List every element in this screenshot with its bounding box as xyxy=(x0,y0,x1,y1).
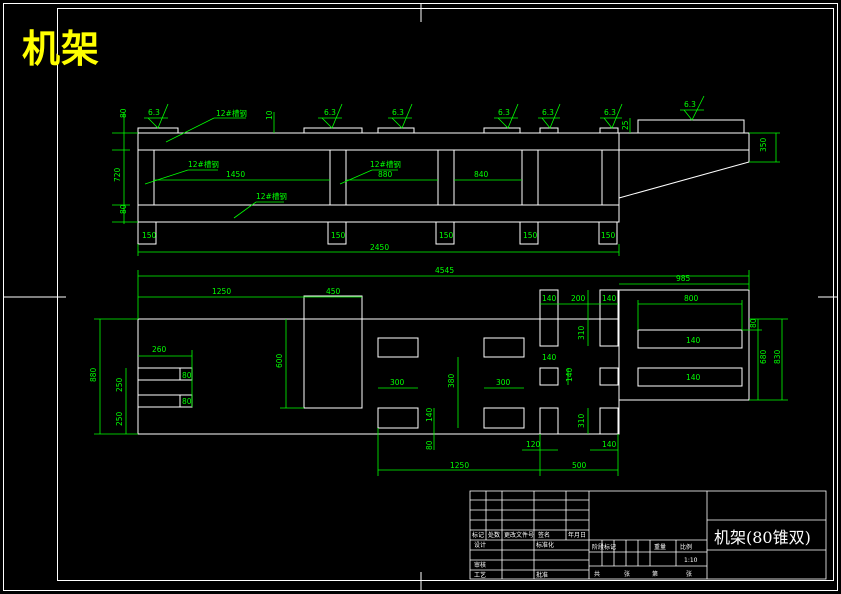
tb-zhongliang: 重量 xyxy=(654,543,666,551)
dim-80b: 80 xyxy=(119,204,128,214)
tb-riqi: 年月日 xyxy=(568,531,586,539)
dim-140a: 140 xyxy=(542,294,557,303)
dim-80b: 80 xyxy=(182,397,192,406)
foot-dim-2: 150 xyxy=(331,231,346,240)
title-block xyxy=(469,490,827,580)
dim-80a: 80 xyxy=(119,108,128,118)
dim-985: 985 xyxy=(676,274,691,283)
dim-260: 260 xyxy=(152,345,167,354)
dim-310a: 310 xyxy=(577,325,586,340)
foot-dim-4: 150 xyxy=(523,231,538,240)
dim-880: 880 xyxy=(378,170,393,179)
tb-pizhun: 批准 xyxy=(536,571,548,579)
dim-880-left: 880 xyxy=(89,367,98,382)
roughness-label: 6.3 xyxy=(148,108,160,117)
dim-600: 600 xyxy=(275,353,284,368)
dim-830: 830 xyxy=(773,349,782,364)
tb-ratio: 1:10 xyxy=(684,557,698,564)
foot-dim-1: 150 xyxy=(142,231,157,240)
dim-300b: 300 xyxy=(496,378,511,387)
dim-200: 200 xyxy=(571,294,586,303)
tb-qianming: 签名 xyxy=(538,531,550,539)
part-name: 机架(80锥双) xyxy=(714,528,811,547)
tb-di: 第 xyxy=(652,570,658,578)
dim-840: 840 xyxy=(474,170,489,179)
dim-140c: 140 xyxy=(425,407,434,422)
dim-500: 500 xyxy=(572,461,587,470)
tb-bili: 比例 xyxy=(680,543,692,551)
drawing-title: 机架 xyxy=(22,27,101,71)
tb-gongyi: 工艺 xyxy=(474,571,486,579)
dim-350: 350 xyxy=(759,137,768,152)
foot-dim-5: 150 xyxy=(601,231,616,240)
dim-80c: 80 xyxy=(425,440,434,450)
roughness-label: 6.3 xyxy=(498,108,510,117)
dim-140f: 140 xyxy=(602,440,617,449)
tb-fenqu: 更改文件号 xyxy=(504,531,534,539)
roughness-label: 6.3 xyxy=(392,108,404,117)
beam-label-bot: 12#槽钢 xyxy=(256,191,287,201)
dim-380: 380 xyxy=(447,373,456,388)
dim-2450: 2450 xyxy=(370,243,389,252)
plan-view-dimensions xyxy=(94,270,788,476)
roughness-label: 6.3 xyxy=(324,108,336,117)
front-view-dimensions xyxy=(112,95,780,256)
plan-view xyxy=(137,289,750,435)
roughness-label: 6.3 xyxy=(542,108,554,117)
tb-jieduan: 阶段标记 xyxy=(592,543,616,551)
beam-label-mid2: 12#槽钢 xyxy=(370,159,401,169)
dim-140g: 140 xyxy=(686,336,701,345)
tb-shenhe: 审核 xyxy=(474,561,486,569)
plan-view-labels: 4545 1250 450 985 140 200 140 800 880 26… xyxy=(89,266,782,470)
tb-gong: 共 xyxy=(594,570,600,578)
dim-1250: 1250 xyxy=(212,287,231,296)
front-view-labels: 6.3 6.3 6.3 6.3 6.3 6.3 6.3 12#槽钢 12#槽钢 … xyxy=(113,100,768,252)
dim-800: 800 xyxy=(684,294,699,303)
roughness-label: 6.3 xyxy=(604,108,616,117)
tb-biaozhunhua: 标准化 xyxy=(536,541,554,549)
tb-biaoji: 标记 xyxy=(472,531,484,539)
dim-80a: 80 xyxy=(182,371,192,380)
sheet-frame xyxy=(3,3,838,591)
beam-label-mid: 12#槽钢 xyxy=(188,159,219,169)
tb-zhang2: 张 xyxy=(686,570,692,578)
dim-140e: 140 xyxy=(565,367,574,382)
roughness-label: 6.3 xyxy=(684,100,696,109)
dim-25: 25 xyxy=(621,120,630,130)
foot-dim-3: 150 xyxy=(439,231,454,240)
title-block-labels: 标记 处数 更改文件号 签名 年月日 设计 标准化 阶段标记 重量 比例 1:1… xyxy=(472,531,698,579)
dim-10: 10 xyxy=(265,110,274,120)
dim-4545: 4545 xyxy=(435,266,454,275)
dim-310b: 310 xyxy=(577,413,586,428)
dim-250a: 250 xyxy=(115,377,124,392)
dim-1450: 1450 xyxy=(226,170,245,179)
tb-chushu: 处数 xyxy=(488,531,500,539)
dim-720: 720 xyxy=(113,167,122,182)
tb-sheji: 设计 xyxy=(474,541,486,549)
dim-80r: 80 xyxy=(749,318,758,328)
dim-140d: 140 xyxy=(542,353,557,362)
dim-680: 680 xyxy=(759,349,768,364)
dim-300a: 300 xyxy=(390,378,405,387)
front-view xyxy=(137,119,750,245)
dim-250b: 250 xyxy=(115,411,124,426)
dim-140h: 140 xyxy=(686,373,701,382)
beam-label-top: 12#槽钢 xyxy=(216,108,247,118)
dim-450: 450 xyxy=(326,287,341,296)
dim-140b: 140 xyxy=(602,294,617,303)
dim-1250b: 1250 xyxy=(450,461,469,470)
dim-120: 120 xyxy=(526,440,541,449)
tb-zhang: 张 xyxy=(624,570,630,578)
